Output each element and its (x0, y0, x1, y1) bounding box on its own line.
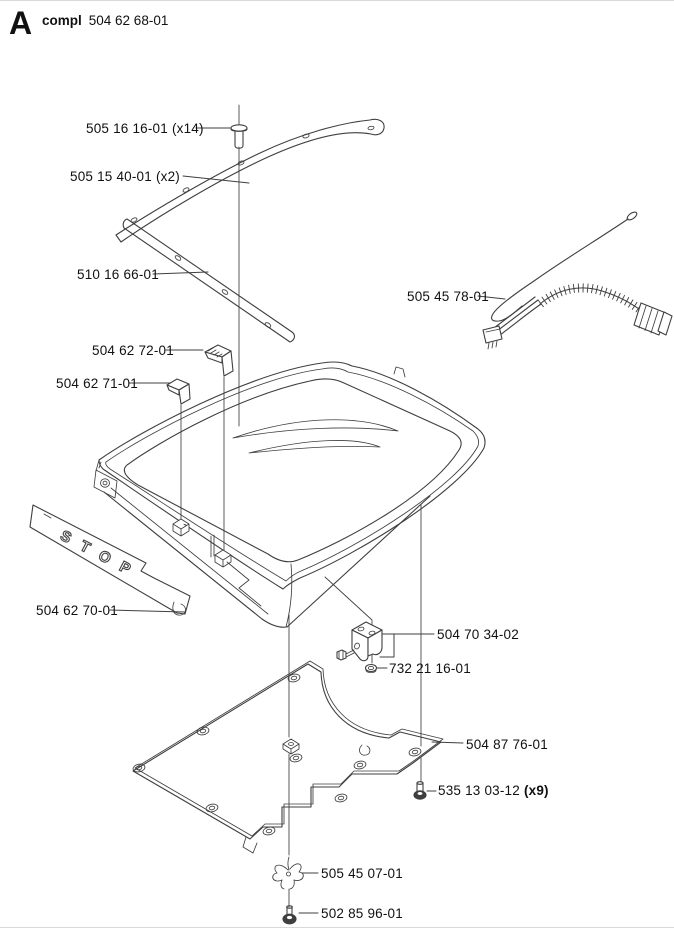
part-label-535-13-03-12: 535 13 03-12 (x9) (438, 783, 549, 798)
nut-drawing (366, 665, 377, 673)
baseplate-drawing (132, 661, 443, 853)
screw-top-drawing (231, 125, 247, 148)
plate-screw-drawing (414, 782, 426, 800)
part-label-505-45-07-01: 505 45 07-01 (321, 866, 403, 881)
stop-bar-drawing: STOP (30, 505, 190, 615)
cable-harness-drawing (483, 211, 672, 349)
part-label-502-85-96-01: 502 85 96-01 (321, 906, 403, 921)
top-cover-drawing (94, 362, 485, 627)
plate-holes (132, 673, 421, 836)
part-label-505-15-40-01: 505 15 40-01 (x2) (70, 169, 180, 184)
bracket-drawing (337, 622, 382, 661)
part-label-510-16-66-01: 510 16 66-01 (77, 267, 159, 282)
part-label-504-62-71-01: 504 62 71-01 (56, 376, 138, 391)
clip-right-drawing (205, 345, 233, 376)
clip-left-drawing (167, 379, 190, 404)
clip-sockets (173, 519, 231, 567)
part-label-732-21-16-01: 732 21 16-01 (389, 661, 471, 676)
part-label-505-45-78-01: 505 45 78-01 (407, 289, 489, 304)
part-label-505-16-16-01: 505 16 16-01 (x14) (86, 121, 204, 136)
bottom-screw-drawing (283, 906, 296, 924)
part-label-504-62-72-01: 504 62 72-01 (92, 343, 174, 358)
swoosh-detail (233, 420, 398, 453)
retainer-clip-drawing (273, 857, 304, 889)
front-skirt (96, 460, 430, 627)
assembly-axis-lines (181, 105, 421, 907)
part-label-504-70-34-02: 504 70 34-02 (437, 627, 519, 642)
part-label-504-62-70-01: 504 62 70-01 (36, 603, 118, 618)
plate-boss (283, 739, 299, 754)
part-label-504-87-76-01: 504 87 76-01 (466, 737, 548, 752)
